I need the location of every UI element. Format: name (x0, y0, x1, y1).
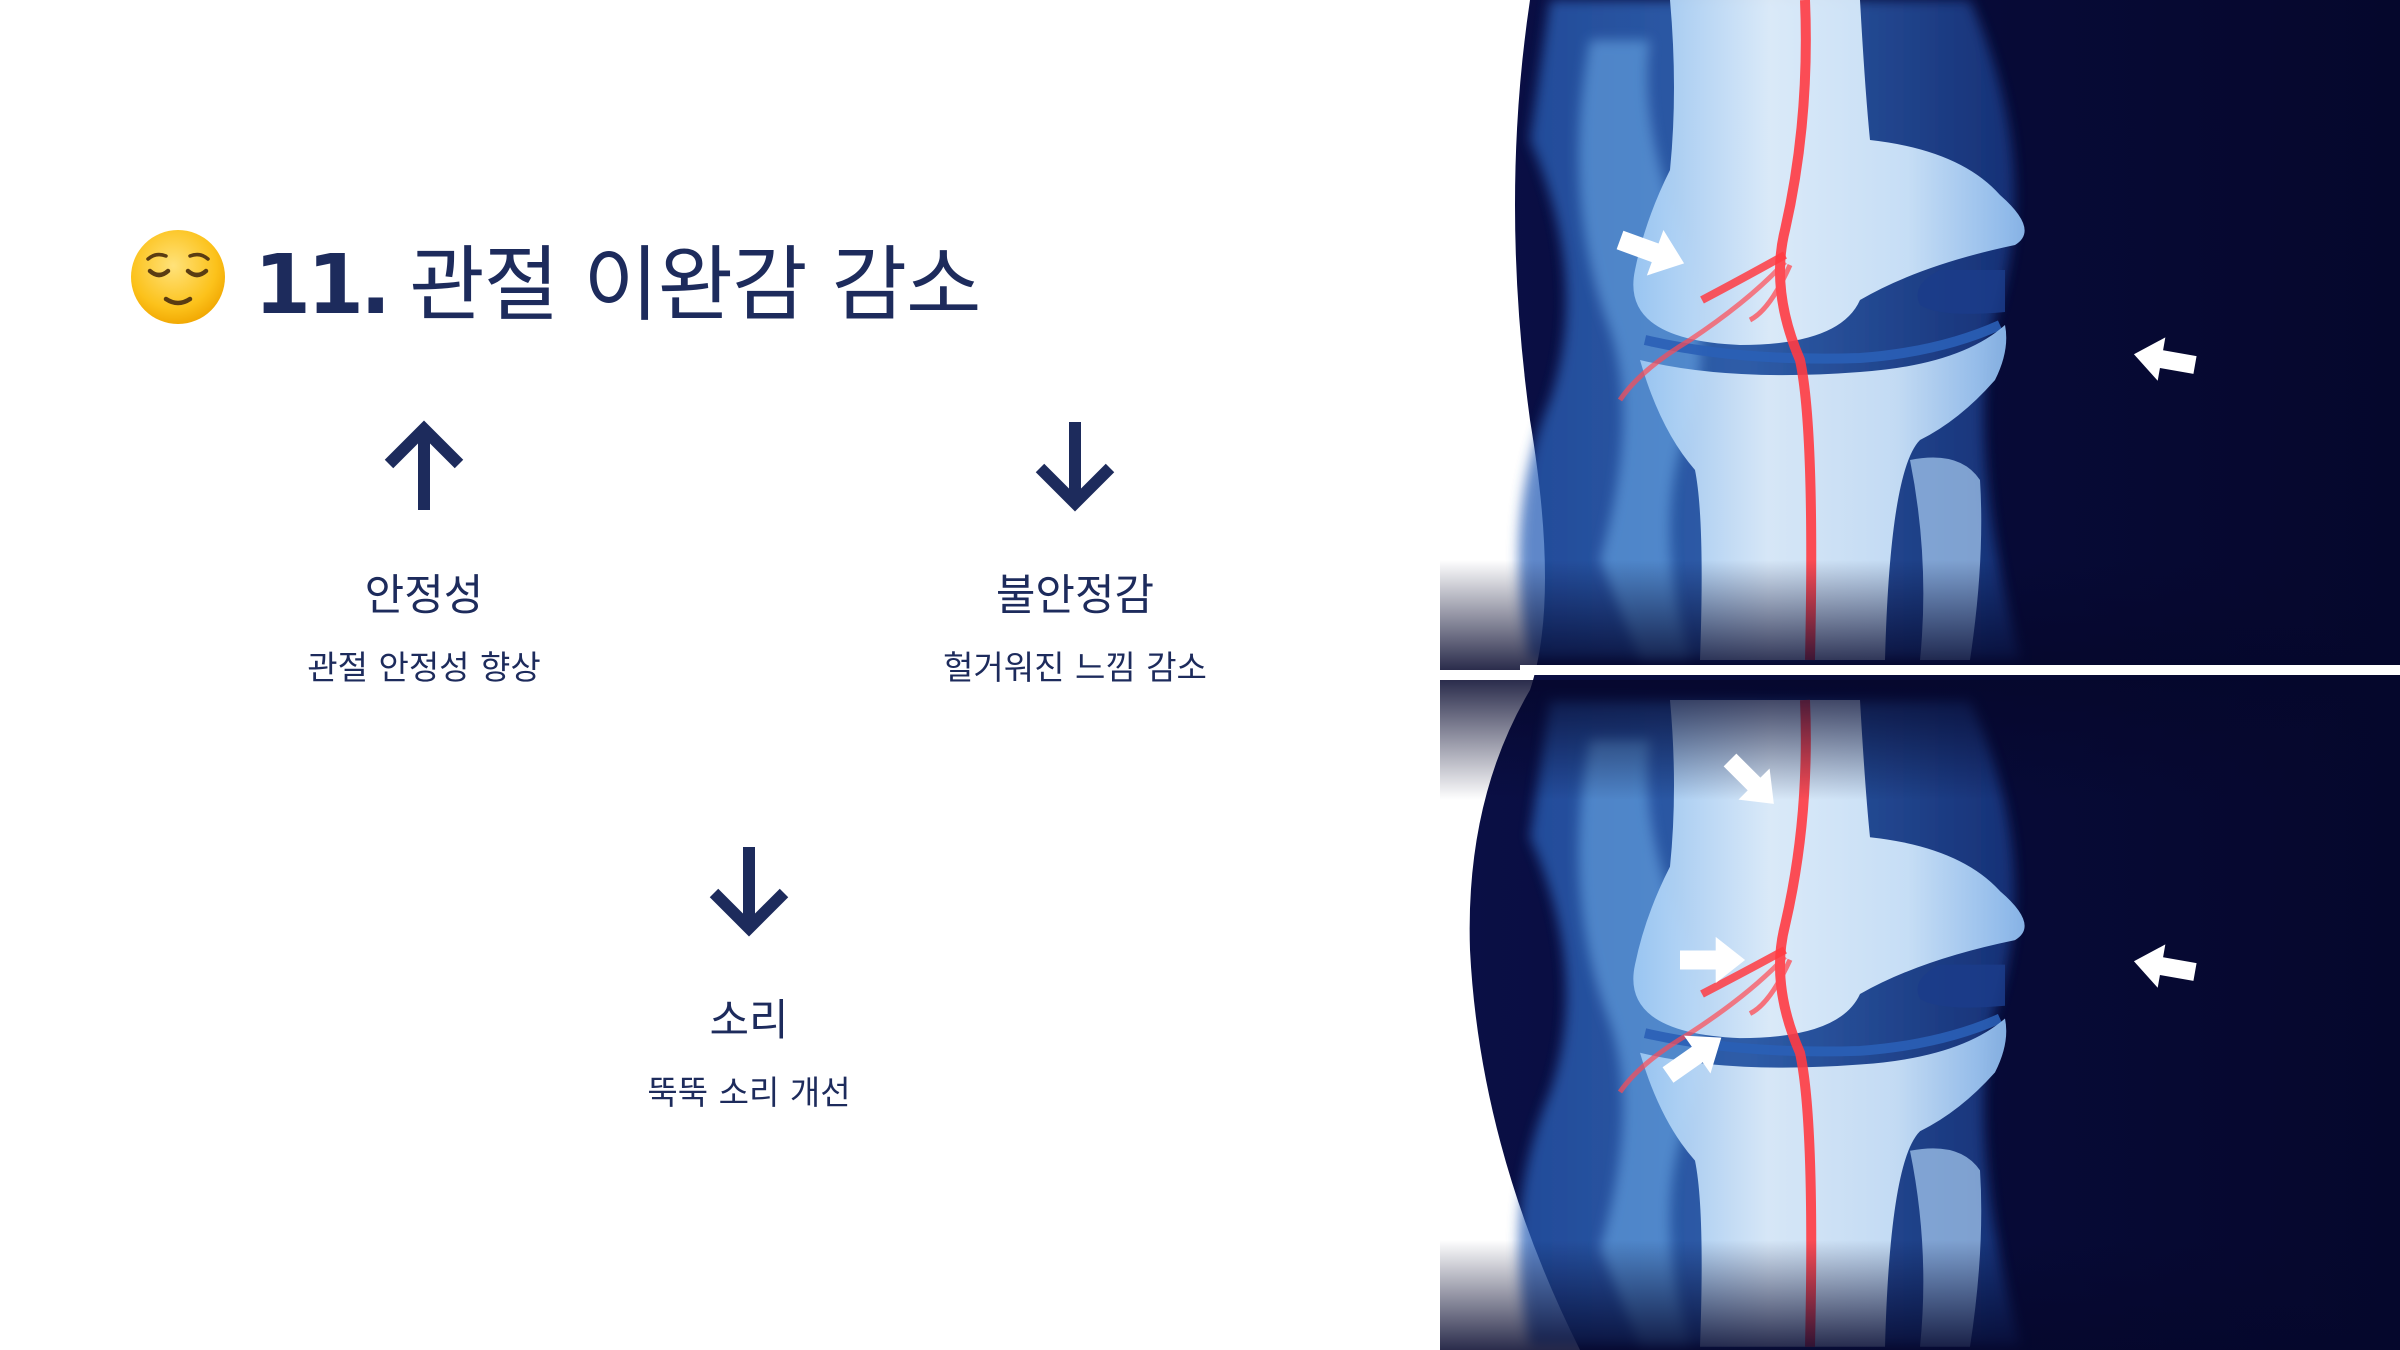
image-divider (1520, 665, 2400, 675)
knee-after-image (1440, 680, 2400, 1350)
slide-title: 11.관절 이완감 감소 (128, 222, 981, 333)
knee-xray-image (1440, 0, 2400, 1350)
arrow-down-icon (1035, 422, 1115, 512)
arrow-up-icon (384, 420, 464, 510)
feature-label: 소리 (709, 996, 789, 1046)
feature-instability: 불안정감 헐거워진 느낌 감소 (845, 418, 1305, 690)
feature-description: 뚝뚝 소리 개선 (647, 1073, 851, 1112)
arrow-down-icon (709, 847, 789, 937)
feature-label: 안정성 (364, 571, 484, 621)
feature-stability: 안정성 관절 안정성 향상 (194, 418, 654, 690)
feature-sound: 소리 뚝뚝 소리 개선 (519, 843, 979, 1115)
knee-before-image (1440, 0, 2400, 670)
relieved-face-icon (131, 230, 225, 324)
feature-label: 불안정감 (995, 571, 1155, 621)
feature-description: 헐거워진 느낌 감소 (943, 648, 1207, 687)
feature-description: 관절 안정성 향상 (307, 648, 541, 687)
title-heading: 관절 이완감 감소 (409, 237, 981, 333)
title-text: 11.관절 이완감 감소 (254, 218, 981, 337)
knee-joint-illustration (1440, 0, 2400, 1350)
title-number: 11. (254, 237, 391, 333)
